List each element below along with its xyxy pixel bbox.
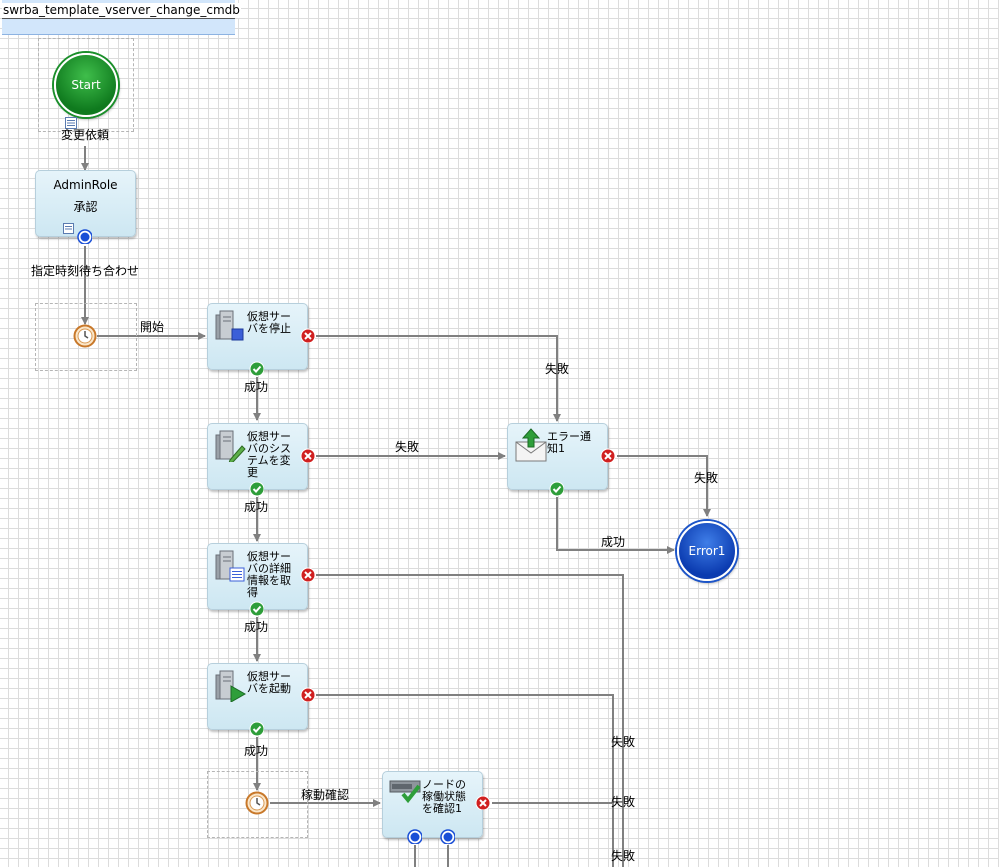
start-label: Start: [71, 78, 101, 92]
task-error-notice-label: エラー通知1: [547, 430, 591, 455]
server-detail-icon: [215, 550, 245, 582]
task-error-notice[interactable]: エラー通知1: [507, 423, 608, 490]
start-frame: [38, 38, 134, 132]
approval-action: 承認: [73, 200, 98, 214]
task-node-check-label: ノードの稼働状態を確認1: [422, 778, 466, 815]
output-port-icon[interactable]: [77, 229, 92, 244]
workflow-title-bar: swrba_template_vserver_change_cmdb: [2, 0, 241, 35]
start-edge-label: 開始: [140, 320, 165, 334]
start-node[interactable]: Start: [54, 53, 118, 117]
fail-port-icon[interactable]: [300, 567, 315, 582]
task-node-check[interactable]: ノードの稼働状態を確認1: [382, 771, 483, 838]
fail-port-icon[interactable]: [300, 448, 315, 463]
success-port-icon[interactable]: [549, 481, 564, 496]
form-icon[interactable]: [65, 117, 77, 129]
task-stop-vserver[interactable]: 仮想サーバを停止: [207, 303, 308, 370]
timer-frame: [207, 771, 308, 838]
node-check-icon: [389, 780, 421, 804]
fail-label: 失敗: [545, 362, 570, 376]
timer-frame: [35, 303, 137, 371]
success-port-icon[interactable]: [249, 481, 264, 496]
success-label: 成功: [244, 380, 269, 394]
task-get-detail[interactable]: 仮想サーバの詳細情報を取得: [207, 543, 308, 610]
approval-node[interactable]: AdminRole 承認: [35, 170, 136, 237]
timer-icon[interactable]: [73, 324, 97, 348]
title-underline: [2, 18, 235, 19]
fail-port-icon[interactable]: [300, 687, 315, 702]
edge-boot-fail: [316, 694, 614, 867]
fail-port-icon[interactable]: [475, 795, 490, 810]
error-end-node[interactable]: Error1: [677, 521, 737, 581]
check-edge-label: 稼動確認: [301, 788, 350, 802]
output-port-icon[interactable]: [440, 829, 455, 844]
fail-port-icon[interactable]: [600, 448, 615, 463]
edge-detail-fail: [316, 574, 624, 867]
approval-role: AdminRole: [53, 178, 118, 192]
server-edit-icon: [215, 430, 246, 462]
fail-label: 失敗: [694, 471, 719, 485]
fail-port-icon[interactable]: [300, 328, 315, 343]
workflow-title: swrba_template_vserver_change_cmdb: [2, 3, 241, 18]
mail-up-icon: [515, 428, 547, 462]
timer-icon[interactable]: [245, 791, 269, 815]
task-boot-vserver[interactable]: 仮想サーバを起動: [207, 663, 308, 730]
edge-stop-fail: [316, 335, 561, 422]
server-start-icon: [215, 670, 246, 702]
task-stop-label: 仮想サーバを停止: [247, 310, 291, 335]
output-port-icon[interactable]: [407, 829, 422, 844]
fail-label: 失敗: [611, 795, 636, 809]
success-port-icon[interactable]: [249, 721, 264, 736]
success-label: 成功: [244, 500, 269, 514]
fail-label: 失敗: [611, 735, 636, 749]
server-stop-icon: [215, 310, 244, 341]
success-label: 成功: [244, 620, 269, 634]
task-boot-label: 仮想サーバを起動: [247, 670, 291, 695]
fail-label: 失敗: [611, 849, 636, 863]
wait-label: 指定時刻待ち合わせ: [31, 264, 140, 278]
edge-notice-fail: [617, 455, 711, 517]
form-icon[interactable]: [63, 223, 74, 234]
task-change-label: 仮想サーバのシステムを変更: [247, 430, 291, 479]
success-port-icon[interactable]: [249, 601, 264, 616]
edge-notice-success: [556, 497, 675, 554]
fail-label: 失敗: [395, 440, 420, 454]
success-label: 成功: [244, 744, 269, 758]
success-port-icon[interactable]: [249, 361, 264, 376]
error-end-label: Error1: [688, 544, 726, 558]
task-change-system[interactable]: 仮想サーバのシステムを変更: [207, 423, 308, 490]
start-form-label: 変更依頼: [61, 128, 110, 142]
success-label: 成功: [601, 535, 626, 549]
task-detail-label: 仮想サーバの詳細情報を取得: [247, 550, 291, 599]
